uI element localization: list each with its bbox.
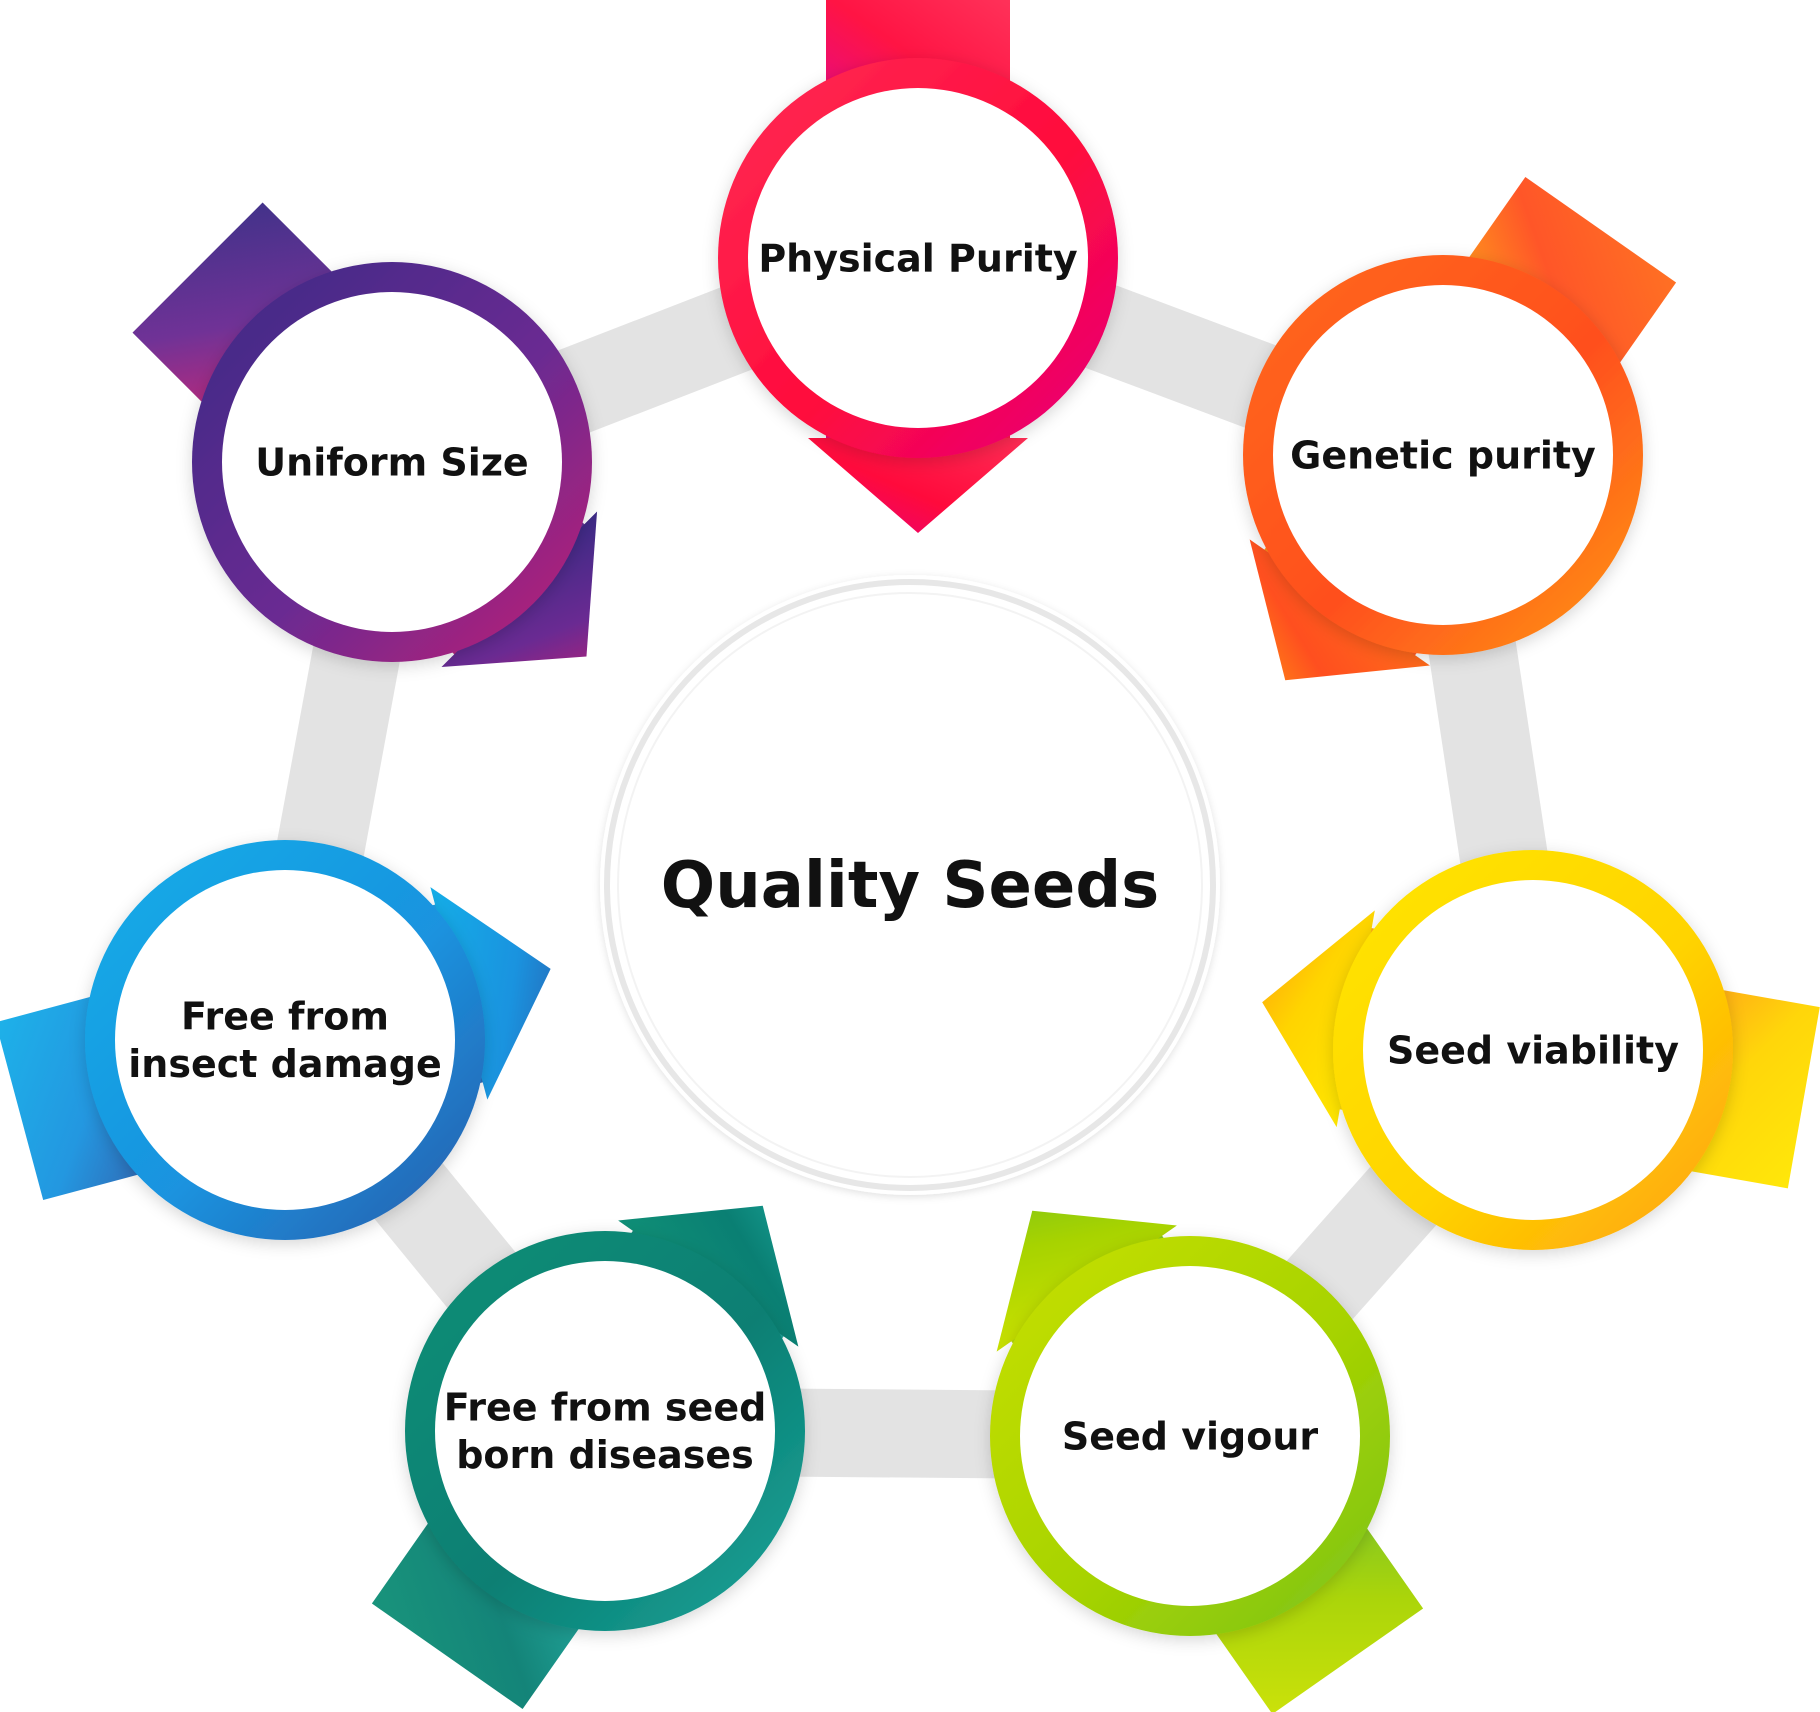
seed-vigour-label-line: Seed vigour — [1062, 1414, 1319, 1458]
genetic-purity-label-line: Genetic purity — [1290, 433, 1596, 477]
free-from-insect-damage-ring-inner — [115, 870, 455, 1210]
center-label: Quality Seeds — [661, 849, 1159, 923]
center-hub-ring — [604, 579, 1216, 1191]
free-from-insect-damage-label-line: Free from — [181, 995, 389, 1039]
physical-purity-ring-inner — [748, 88, 1088, 428]
arrow-tail — [1197, 1502, 1424, 1712]
genetic-purity-ring-inner — [1273, 285, 1613, 625]
seed-viability-ring-inner — [1363, 880, 1703, 1220]
uniform-size-label: Uniform Size — [255, 440, 528, 484]
uniform-size-ring-inner — [222, 292, 562, 632]
uniform-size-label-line: Uniform Size — [255, 440, 528, 484]
physical-purity-label: Physical Purity — [758, 236, 1078, 280]
center-hub-inner-ring — [617, 592, 1203, 1178]
seed-viability-label: Seed viability — [1387, 1028, 1679, 1072]
free-from-seed-born-diseases-ring-inner — [435, 1261, 775, 1601]
physical-purity-label-line: Physical Purity — [758, 236, 1078, 280]
arrow-tail — [132, 202, 355, 425]
seed-vigour-ring-inner — [1020, 1266, 1360, 1606]
center-hub: Quality Seeds — [600, 575, 1220, 1195]
free-from-seed-born-diseases-label-line: Free from seed — [444, 1386, 767, 1430]
free-from-seed-born-diseases-label-line: born diseases — [456, 1433, 754, 1477]
seed-viability-label-line: Seed viability — [1387, 1028, 1679, 1072]
arrow-tail — [1450, 176, 1677, 389]
genetic-purity-label: Genetic purity — [1290, 433, 1596, 477]
arrow-head — [808, 438, 1028, 533]
arrow-head — [1262, 910, 1375, 1128]
arrow-head — [430, 887, 551, 1100]
seed-vigour-label: Seed vigour — [1062, 1414, 1319, 1458]
free-from-insect-damage-label-line: insect damage — [128, 1042, 441, 1086]
arrow-tail — [371, 1497, 598, 1710]
